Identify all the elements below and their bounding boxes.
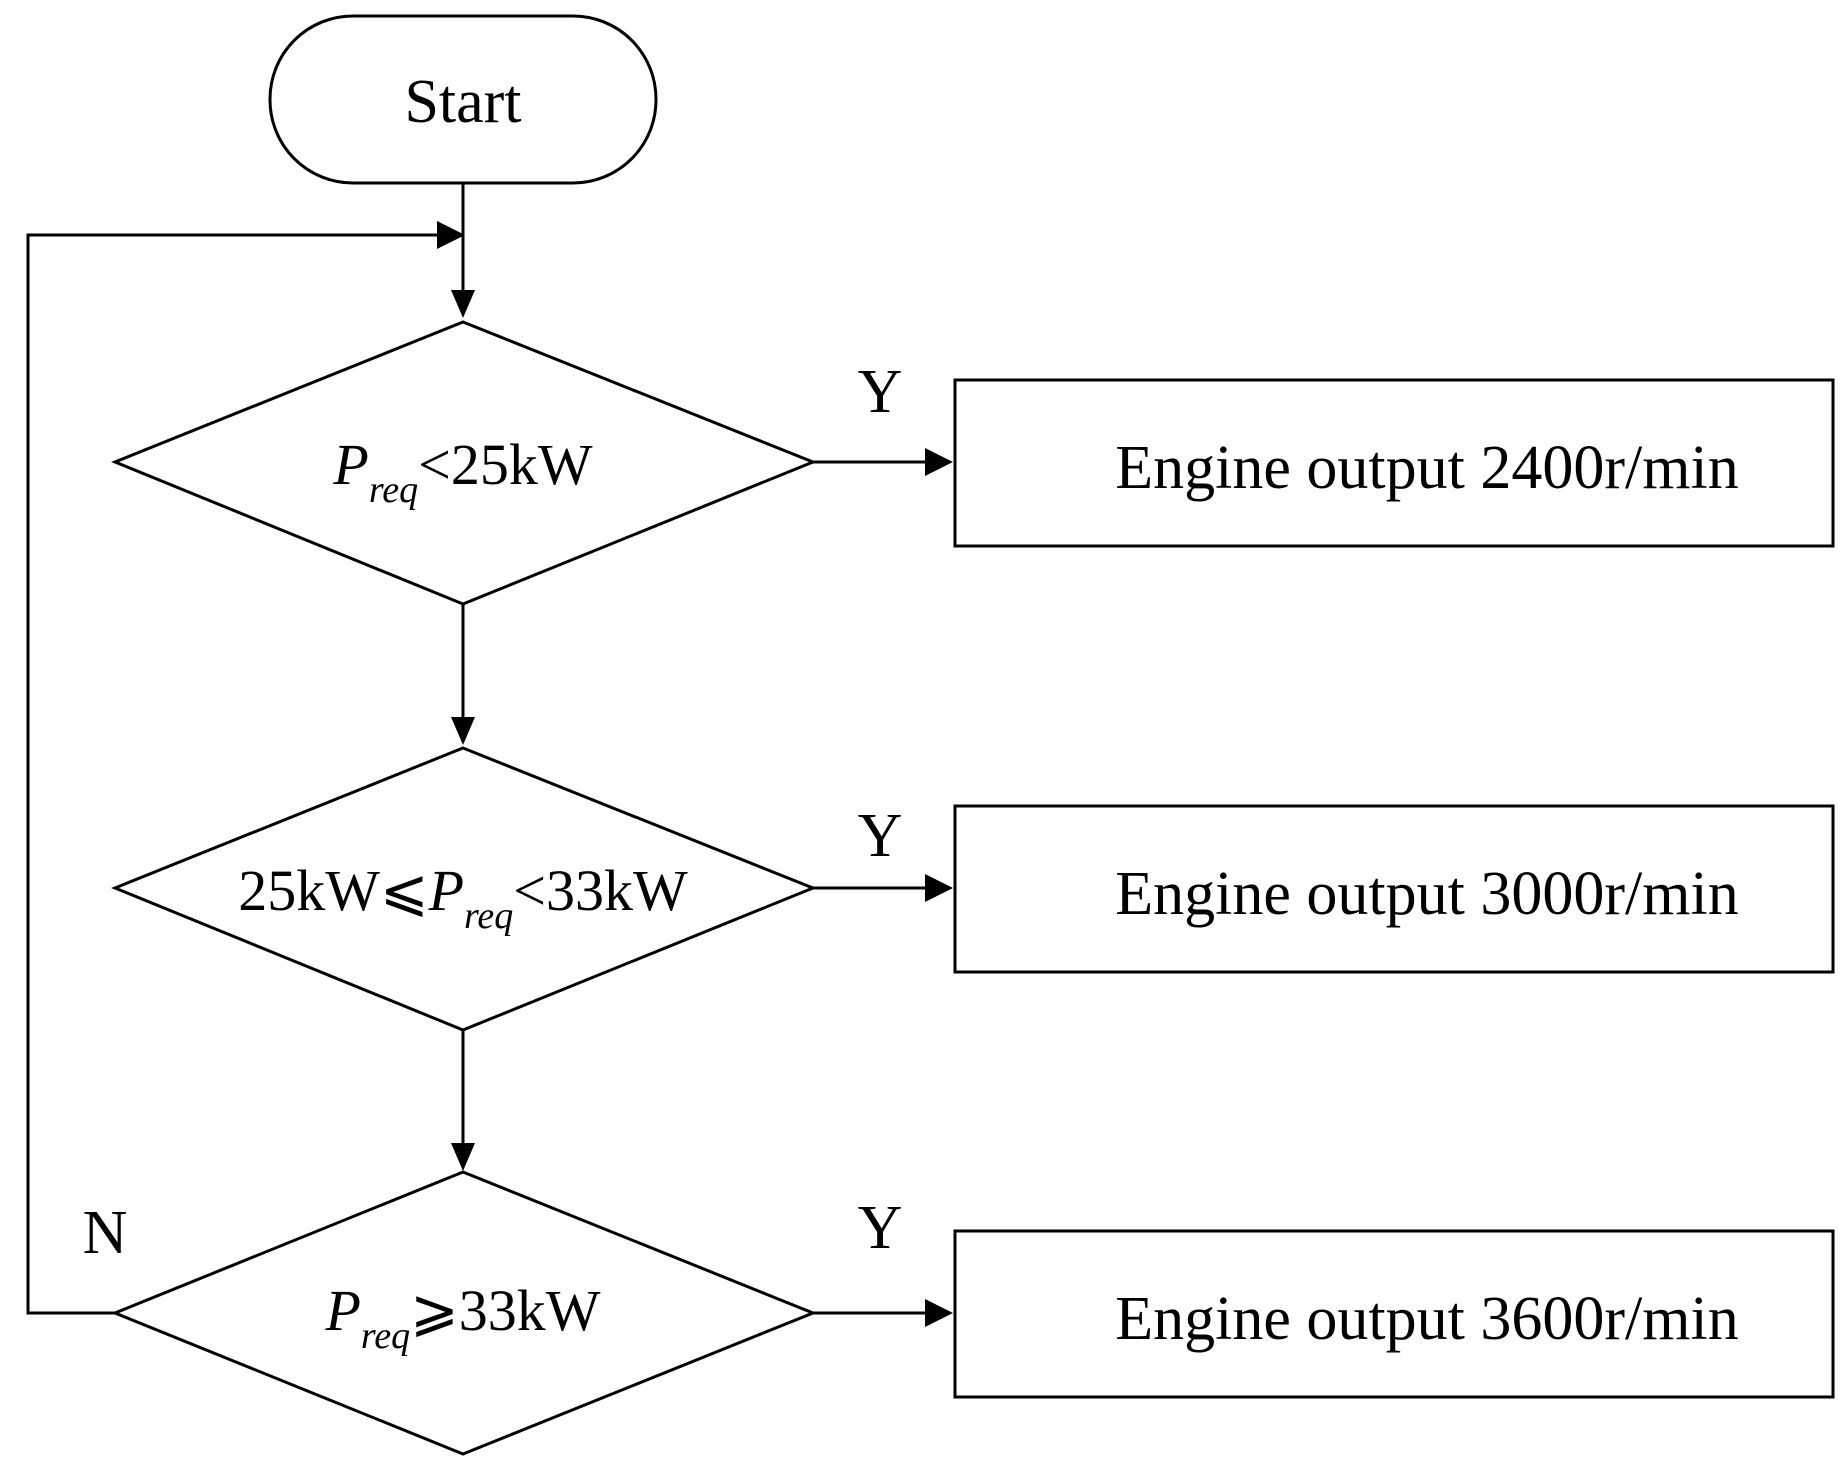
decision-2-var: P xyxy=(428,858,464,923)
yes-label-3: Y xyxy=(858,1194,903,1262)
yes-label-2: Y xyxy=(858,802,903,870)
decision-3-suffix: ⩾33kW xyxy=(410,1278,601,1343)
decision-1-suffix: <25kW xyxy=(418,432,593,497)
arrowhead-right-1 xyxy=(925,448,953,476)
output-label-3: Engine output 3600r/min xyxy=(1115,1285,1738,1353)
output-label-2: Engine output 3000r/min xyxy=(1115,860,1738,928)
arrowhead-down-1 xyxy=(451,290,475,318)
decision-2-sub: req xyxy=(464,895,513,937)
connector-no-loop-back xyxy=(26,233,437,1315)
yes-label-1: Y xyxy=(858,358,903,426)
decision-3 xyxy=(111,1170,818,1456)
decision-2-label: 25kW⩽Preq<33kW xyxy=(238,858,688,937)
no-label: N xyxy=(83,1199,128,1267)
decision-1-sub: req xyxy=(369,469,418,511)
decision-3-label: Preq⩾33kW xyxy=(324,1278,600,1357)
decision-1-var: P xyxy=(332,432,368,497)
output-box-3 xyxy=(953,1229,1835,1399)
decision-1-label: Preq<25kW xyxy=(332,432,592,511)
arrowhead-right-3 xyxy=(925,1299,953,1327)
start-label: Start xyxy=(404,68,521,136)
arrowhead-down-2 xyxy=(451,717,475,745)
decision-2-prefix: 25kW⩽ xyxy=(238,858,428,923)
decision-3-sub: req xyxy=(361,1315,410,1357)
arrowhead-right-2 xyxy=(925,874,953,902)
decision-2-suffix: <33kW xyxy=(513,858,688,923)
arrowhead-down-3 xyxy=(451,1143,475,1171)
decision-3-var: P xyxy=(324,1278,360,1343)
output-box-1 xyxy=(953,378,1835,548)
output-label-1: Engine output 2400r/min xyxy=(1115,434,1738,502)
arrowhead-loop-in xyxy=(437,221,465,249)
output-box-2 xyxy=(953,804,1835,974)
